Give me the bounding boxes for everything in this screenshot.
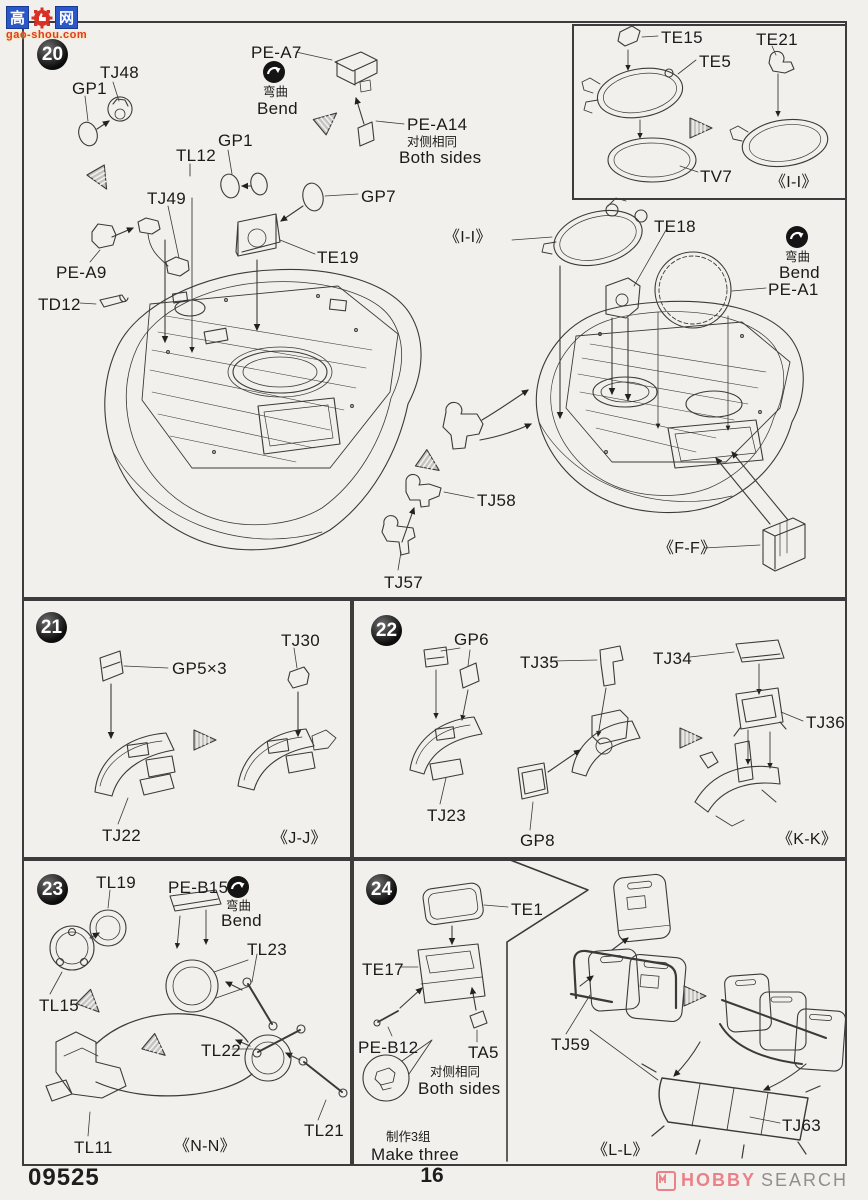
part-label: TL21	[304, 1121, 344, 1140]
section-ref-label: 《L-L》	[592, 1142, 649, 1159]
section-ref-label: 《N-N》	[174, 1138, 236, 1155]
part-label: Bend	[221, 911, 262, 930]
part-label: TJ22	[102, 826, 141, 845]
part-label: TL15	[39, 996, 79, 1015]
panel-step-23	[22, 857, 354, 1166]
part-label: TE5	[699, 52, 732, 71]
part-label: TJ36	[806, 713, 845, 732]
panel-inset-I-I	[572, 24, 847, 200]
step24-right-drawings	[565, 873, 847, 1159]
part-label: TE18	[654, 217, 696, 236]
step21-drawings	[94, 647, 337, 825]
part-label: TJ30	[281, 631, 320, 650]
part-label: Bend	[779, 263, 820, 282]
part-label: 弯曲	[226, 899, 252, 913]
page-number: 16	[420, 1164, 444, 1187]
part-label: Both sides	[399, 148, 482, 167]
part-label: GP1	[72, 79, 107, 98]
panel-step-21	[22, 597, 354, 861]
brand-secondary-text: SEARCH	[760, 1170, 848, 1190]
section-ref-label: 《I-I》	[770, 174, 818, 191]
part-label: TV7	[700, 167, 733, 186]
panel-step-24	[350, 857, 847, 1166]
part-label: TJ57	[384, 573, 423, 592]
step24-left-drawings	[362, 857, 589, 1162]
step23-drawings	[45, 889, 348, 1137]
part-label: GP5×3	[172, 659, 227, 678]
part-label: TL22	[201, 1041, 241, 1060]
part-label: GP7	[361, 187, 396, 206]
bend-icon	[227, 876, 249, 898]
turret-left-drawing	[104, 268, 422, 551]
part-label: Make three	[371, 1145, 460, 1164]
part-label: TL19	[96, 873, 136, 892]
bend-icon	[786, 226, 808, 248]
part-label: 制作3组	[386, 1130, 431, 1144]
part-label: TJ23	[427, 806, 466, 825]
part-label: TE15	[661, 28, 703, 47]
inset-drawings	[581, 25, 829, 183]
part-label: 弯曲	[263, 85, 289, 99]
part-label: PE-A7	[251, 43, 302, 62]
part-drawings-step20-brackets	[381, 473, 475, 571]
part-drawings-step20-right	[442, 197, 806, 572]
section-ref-label: 《I-I》	[444, 229, 492, 246]
part-label: TJ48	[100, 63, 139, 82]
part-label: GP1	[218, 131, 253, 150]
brand-logo: HOBBY SEARCH	[655, 1170, 848, 1191]
kit-number: 09525	[28, 1164, 100, 1191]
bend-icon	[263, 61, 285, 83]
watermark-char-right: 网	[55, 6, 78, 29]
part-label: TE17	[362, 960, 404, 979]
part-label: PE-A14	[407, 115, 468, 134]
step-number-badge: 24	[366, 874, 397, 905]
step-number-badge: 23	[37, 874, 68, 905]
part-label: TJ35	[520, 653, 559, 672]
step-number-badge: 22	[371, 615, 402, 646]
part-label: TD12	[38, 295, 81, 314]
part-label: TJ59	[551, 1035, 590, 1054]
part-label: TE19	[317, 248, 359, 267]
part-label: 弯曲	[785, 250, 811, 264]
part-label: TA5	[468, 1043, 499, 1062]
part-drawings-step20-top	[235, 51, 405, 332]
part-label: GP8	[520, 831, 555, 850]
part-label: GP6	[454, 630, 489, 649]
panel-step-20	[22, 21, 847, 601]
part-label: TJ49	[147, 189, 186, 208]
section-ref-label: 《J-J》	[272, 830, 327, 847]
gear-thumb-icon	[31, 7, 53, 28]
part-label: TJ63	[782, 1116, 821, 1135]
part-label: PE-A1	[768, 280, 819, 299]
watermark-char-left: 高	[6, 6, 29, 29]
turret-right-drawing	[535, 300, 804, 514]
part-label: Bend	[257, 99, 298, 118]
part-label: TE1	[511, 900, 544, 919]
part-label: TJ58	[477, 491, 516, 510]
part-label: 对侧相同	[407, 135, 458, 149]
step-number-badge: 21	[36, 612, 67, 643]
part-label: TL23	[247, 940, 287, 959]
part-label: Both sides	[418, 1079, 501, 1098]
section-ref-label: 《K-K》	[777, 831, 838, 848]
hobbysearch-icon	[655, 1170, 676, 1191]
part-label: TE21	[756, 30, 798, 49]
part-label: TL11	[74, 1138, 113, 1157]
watermark-domain: gao-shou.com	[6, 29, 88, 41]
panel-step-22	[350, 597, 847, 861]
part-label: 对侧相同	[430, 1065, 481, 1079]
section-ref-label: 《F-F》	[658, 540, 717, 557]
part-label: PE-A9	[56, 263, 107, 282]
part-drawings-step20-left	[78, 81, 268, 352]
step-number-badge: 20	[37, 39, 68, 70]
step22-drawings	[409, 639, 804, 831]
brand-primary-text: HOBBY	[680, 1170, 756, 1190]
part-label: TL12	[176, 146, 216, 165]
site-watermark: 高 网 gao-shou.com	[6, 6, 206, 41]
part-label: PE-B15	[168, 878, 229, 897]
part-label: PE-B12	[358, 1038, 419, 1057]
part-label: TJ34	[653, 649, 692, 668]
